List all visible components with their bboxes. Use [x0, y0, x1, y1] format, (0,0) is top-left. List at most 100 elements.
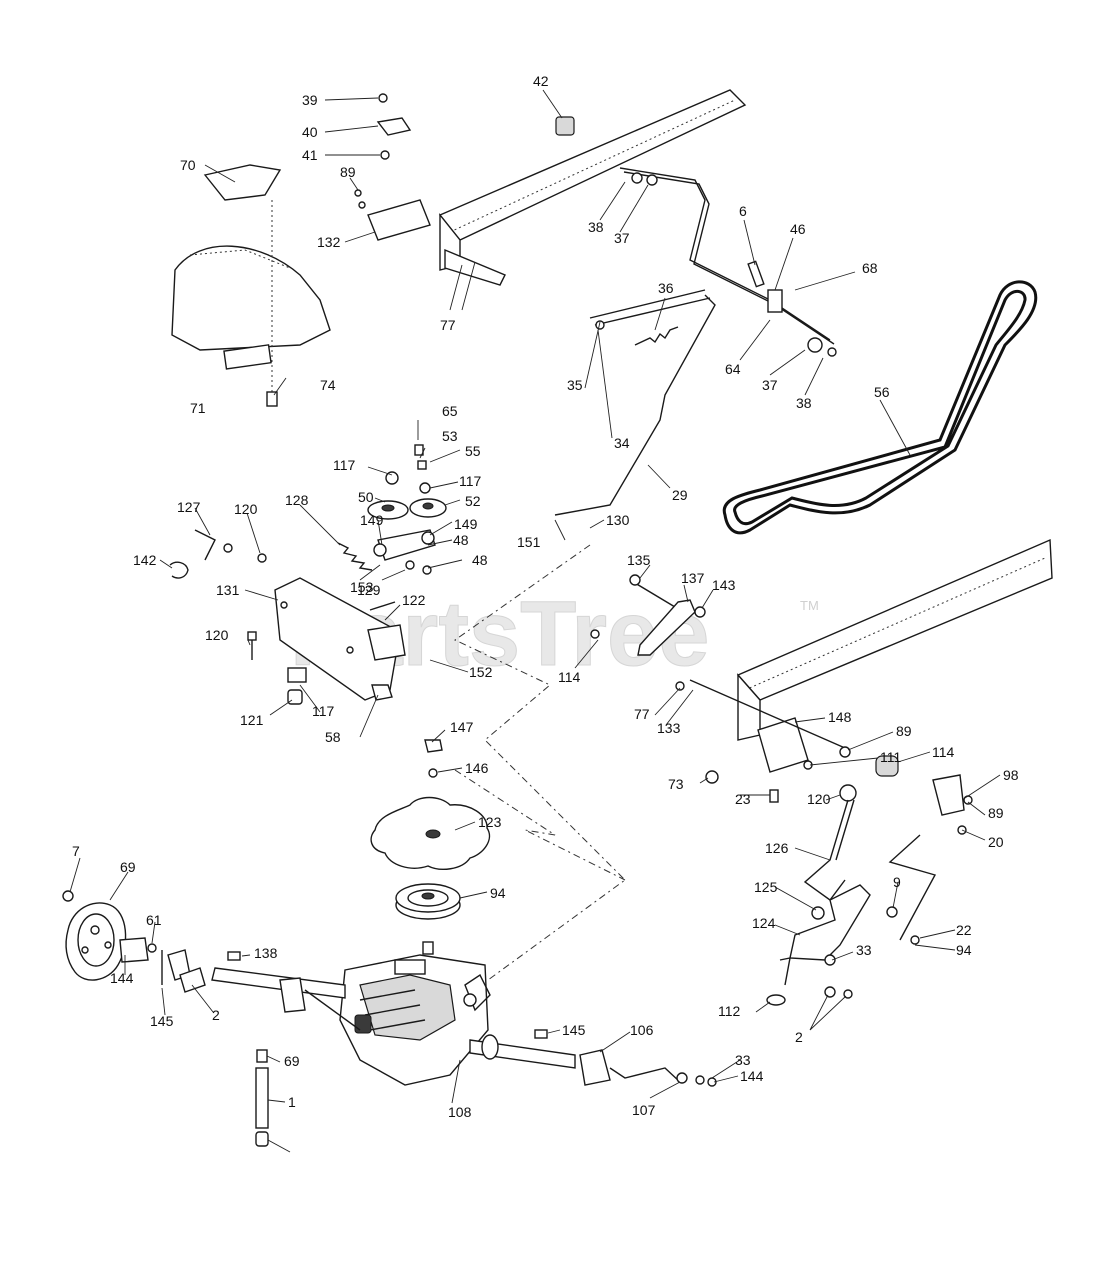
- callout-label: 33: [735, 1052, 751, 1068]
- callout-label: 153: [350, 579, 374, 595]
- drive-belt-56: [722, 280, 1038, 535]
- callout-label: 108: [448, 1104, 472, 1120]
- callout-label: 106: [630, 1022, 654, 1038]
- callout-label: 149: [360, 512, 384, 528]
- callout-label: 65: [442, 403, 458, 419]
- callout-label: 9: [893, 874, 901, 890]
- callout-label: 94: [956, 942, 972, 958]
- callout-label: 50: [358, 489, 374, 505]
- callout-label: 89: [340, 164, 356, 180]
- callout-label: 145: [150, 1013, 174, 1029]
- callout-label: 37: [614, 230, 630, 246]
- callout-label: 143: [712, 577, 736, 593]
- pedal-lever: [766, 784, 937, 1006]
- hardware-39-41: [376, 93, 412, 160]
- callout-label: 69: [284, 1053, 300, 1069]
- callout-label: 135: [627, 552, 651, 568]
- callout-label: 98: [1003, 767, 1019, 783]
- callout-label: 148: [828, 709, 852, 725]
- callout-label: 34: [614, 435, 630, 451]
- callout-label: 120: [205, 627, 229, 643]
- callout-label: 23: [735, 791, 751, 807]
- belt-routing-line: [454, 544, 626, 981]
- callout-label: 94: [490, 885, 506, 901]
- callout-label: 128: [285, 492, 309, 508]
- callout-label: 20: [988, 834, 1004, 850]
- callout-label: 71: [190, 400, 206, 416]
- idler-pulleys: [367, 444, 447, 520]
- callout-label: 38: [796, 395, 812, 411]
- callout-label: 53: [442, 428, 458, 444]
- callout-label: 2: [212, 1007, 220, 1023]
- callout-label: 107: [632, 1102, 656, 1118]
- callout-label: 38: [588, 219, 604, 235]
- callout-label: 117: [459, 473, 482, 489]
- callout-label: 132: [317, 234, 341, 250]
- callout-label: 111: [880, 749, 901, 765]
- callout-label: 123: [478, 814, 502, 830]
- callout-label: 89: [988, 805, 1004, 821]
- callout-label: 144: [110, 970, 134, 986]
- callout-label: 133: [657, 720, 681, 736]
- part-70: [203, 164, 282, 201]
- callout-label: 129: [357, 582, 381, 598]
- support-rod: [255, 1049, 269, 1147]
- callout-label: 73: [668, 776, 684, 792]
- callout-label: 146: [465, 760, 489, 776]
- callout-label: 33: [856, 942, 872, 958]
- callout-label: 7: [72, 843, 80, 859]
- callout-label: 144: [740, 1068, 764, 1084]
- callout-label: 41: [302, 147, 318, 163]
- lever-bracket-133: [675, 679, 851, 803]
- upper-frame-rail: [438, 89, 747, 286]
- callout-label: 131: [216, 582, 240, 598]
- tension-arm: [337, 529, 436, 575]
- callout-labels: 39 40 41 70 89 132 42 38 37 6 46 68 77 3…: [72, 73, 1019, 1120]
- callout-label: 6: [739, 203, 747, 219]
- callout-label: 46: [790, 221, 806, 237]
- callout-label: 138: [254, 945, 278, 961]
- callout-label: 52: [465, 493, 481, 509]
- callout-label: 36: [658, 280, 674, 296]
- fender-assembly: [171, 164, 331, 407]
- callout-label: 120: [807, 791, 831, 807]
- callout-label: 56: [874, 384, 890, 400]
- callout-label: 48: [453, 532, 469, 548]
- callout-label: 137: [681, 570, 705, 586]
- callout-label: 152: [469, 664, 493, 680]
- leader-lines: [69, 89, 1001, 1153]
- callout-label: 114: [558, 669, 581, 685]
- callout-label: 127: [177, 499, 201, 515]
- callout-label: 77: [634, 706, 650, 722]
- callout-label: 68: [862, 260, 878, 276]
- key-2-left: [227, 951, 241, 961]
- callout-label: 2: [795, 1029, 803, 1045]
- control-rod-assembly: [619, 167, 837, 357]
- callout-label: 122: [402, 592, 426, 608]
- callout-label: 117: [312, 703, 335, 719]
- callout-label: 48: [472, 552, 488, 568]
- callout-label: 64: [725, 361, 741, 377]
- callout-label: 70: [180, 157, 196, 173]
- callout-label: 151: [517, 534, 541, 550]
- callout-label: 40: [302, 124, 318, 140]
- linkage-rods: [554, 289, 716, 516]
- callout-label: 120: [234, 501, 258, 517]
- bell-crank: [590, 574, 706, 656]
- fan-and-pulley: [370, 739, 491, 955]
- callout-label: 35: [567, 377, 583, 393]
- mounting-plate-142: [169, 529, 406, 705]
- callout-label: 130: [606, 512, 630, 528]
- right-axle-hardware: [579, 1049, 717, 1087]
- callout-label: 55: [465, 443, 481, 459]
- callout-label: 117: [333, 457, 356, 473]
- frame-bracket-132: [354, 189, 431, 241]
- callout-label: 89: [896, 723, 912, 739]
- rear-frame-rail: [736, 538, 1053, 741]
- key-2-right: [534, 1029, 548, 1039]
- callout-label: 29: [672, 487, 688, 503]
- part-42: [555, 116, 575, 136]
- transaxle: [211, 954, 576, 1086]
- callout-label: 124: [752, 915, 776, 931]
